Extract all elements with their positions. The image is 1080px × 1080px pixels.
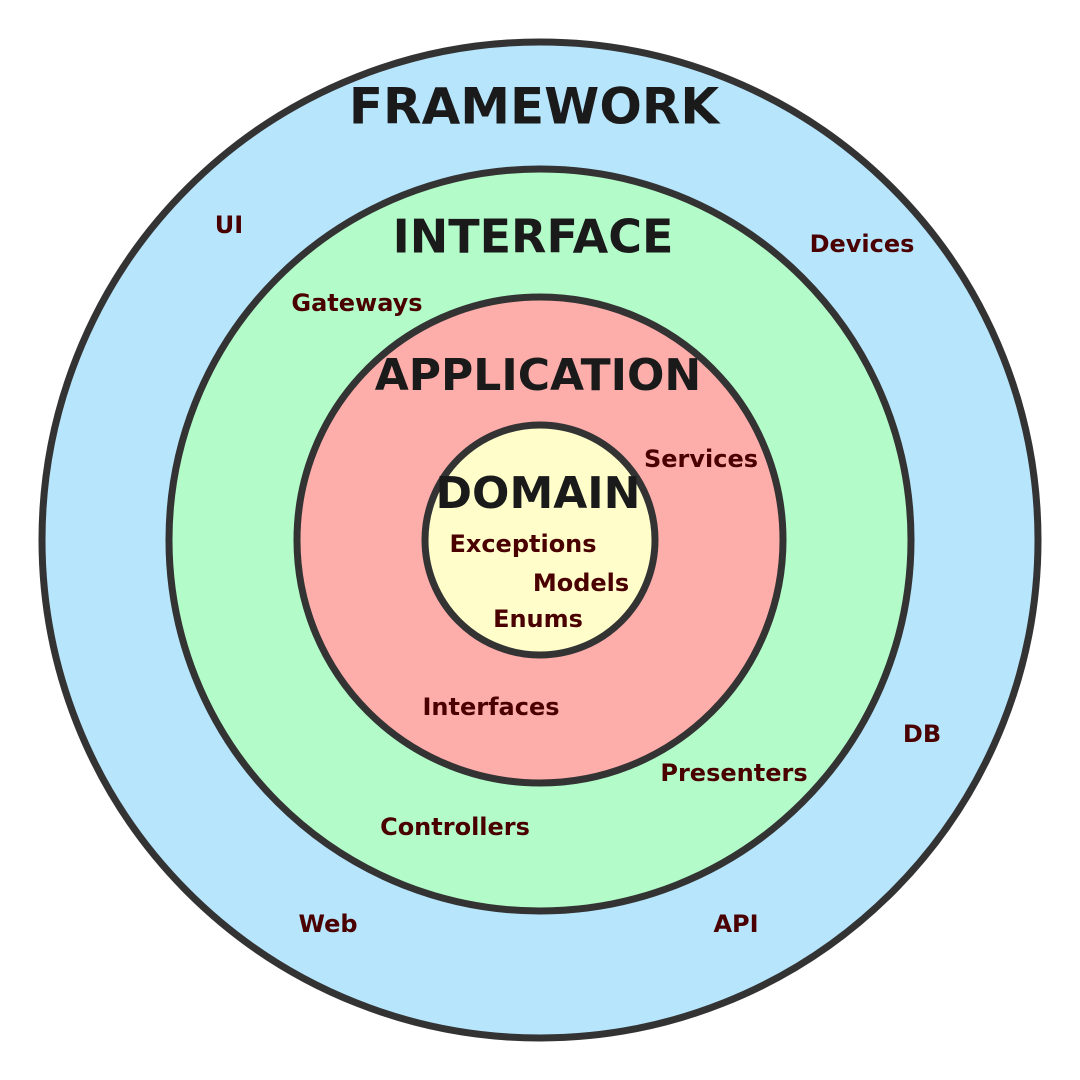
domain-ring	[421, 421, 659, 659]
interface-title: INTERFACE	[393, 210, 674, 264]
domain-item-enums: Enums	[493, 605, 583, 633]
domain-item-models: Models	[533, 569, 629, 597]
application-title: APPLICATION	[375, 350, 702, 401]
domain-title: DOMAIN	[436, 468, 641, 519]
framework-item-web: Web	[298, 910, 357, 938]
framework-item-ui: UI	[215, 211, 243, 239]
application-item-services: Services	[644, 445, 758, 473]
framework-item-db: DB	[903, 720, 941, 748]
framework-item-devices: Devices	[810, 230, 915, 258]
application-item-interfaces: Interfaces	[422, 693, 559, 721]
domain-item-exceptions: Exceptions	[449, 530, 596, 558]
framework-title: FRAMEWORK	[349, 78, 721, 136]
interface-item-gateways: Gateways	[291, 289, 422, 317]
framework-item-api: API	[713, 910, 758, 938]
interface-item-controllers: Controllers	[380, 813, 530, 841]
interface-item-presenters: Presenters	[660, 759, 807, 787]
